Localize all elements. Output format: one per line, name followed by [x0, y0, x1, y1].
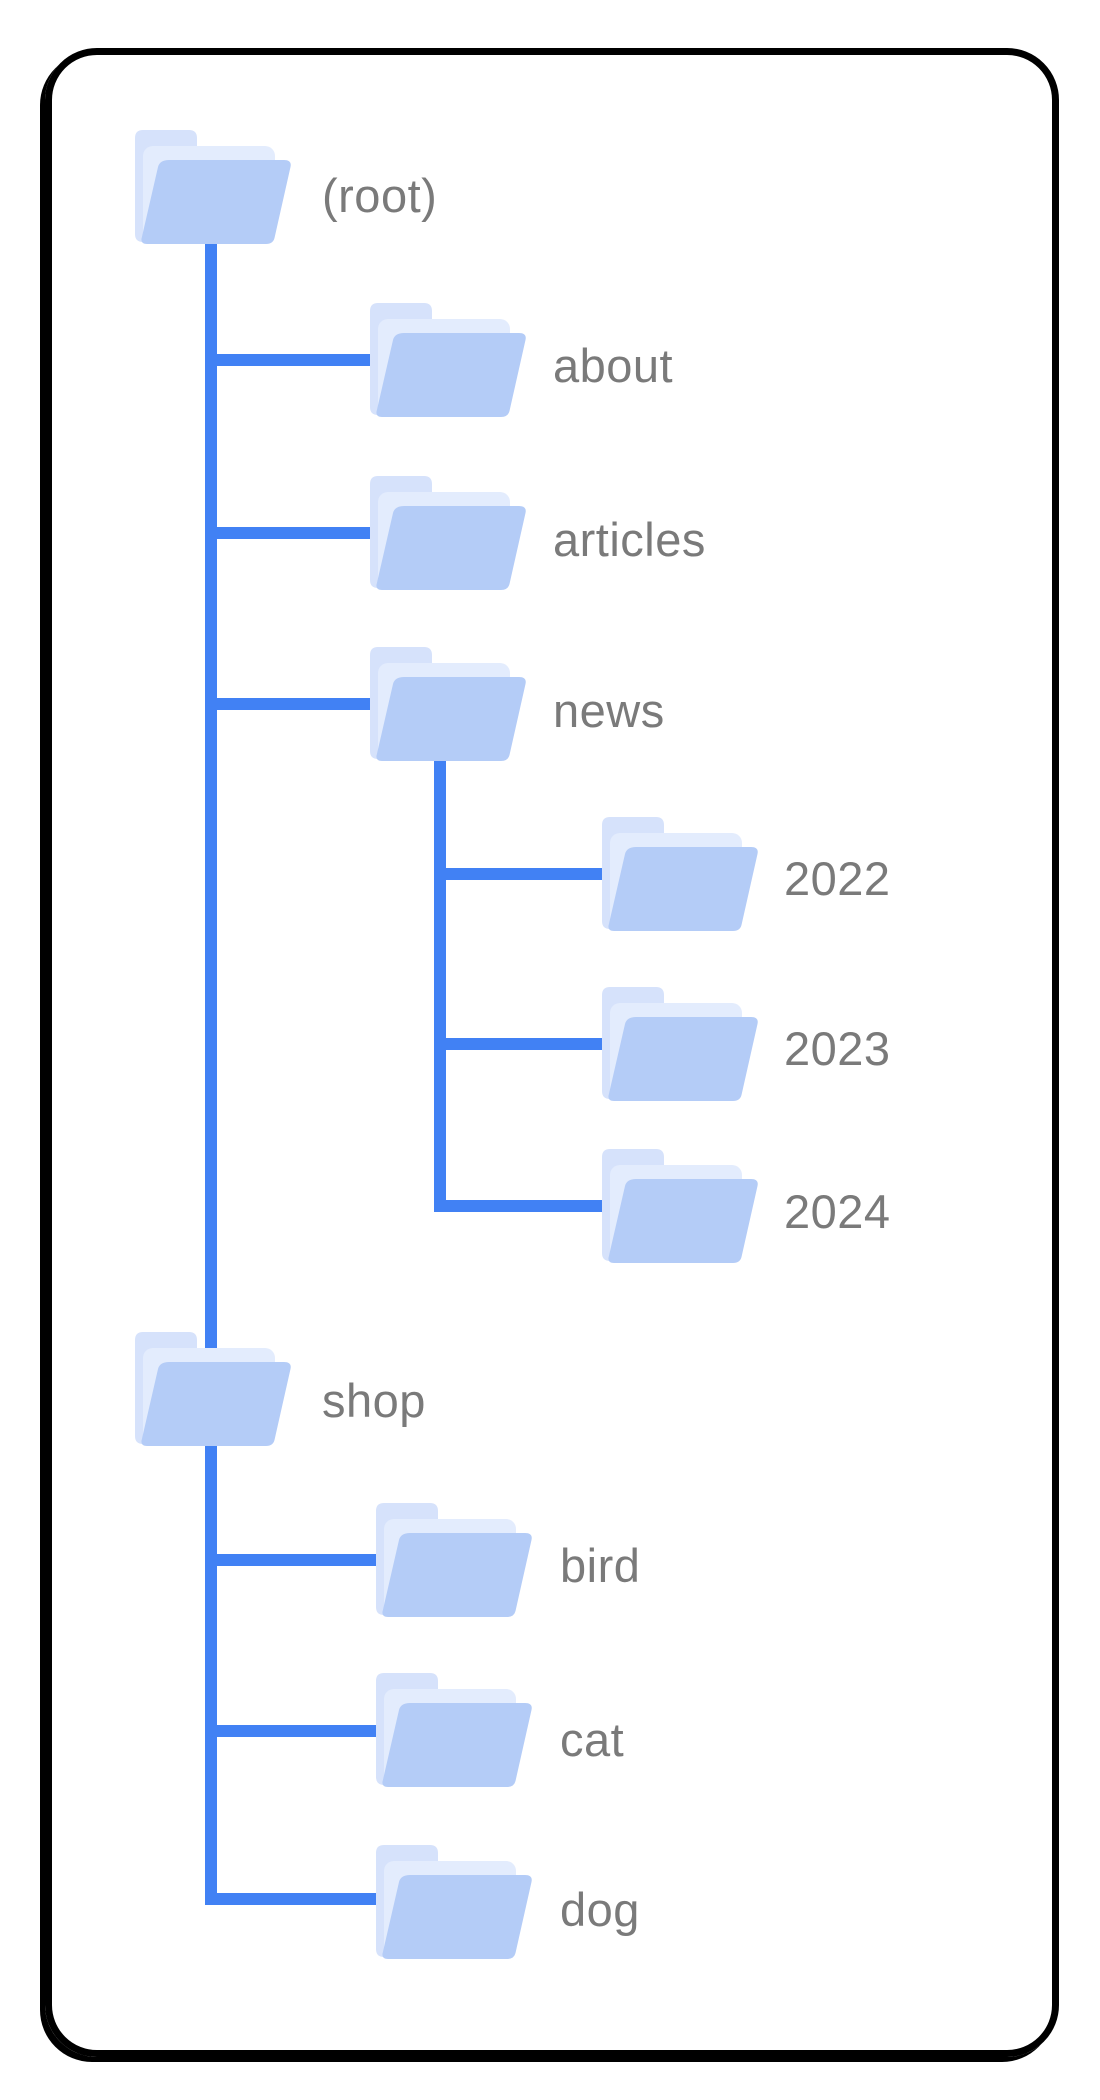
folder-label-2024: 2024	[784, 1185, 891, 1238]
connector-line	[434, 868, 622, 880]
folder-label-root: (root)	[322, 169, 438, 222]
folder-icon	[602, 817, 758, 931]
folder-label-cat: cat	[560, 1713, 625, 1766]
folder-label-about: about	[553, 339, 674, 392]
connector-line	[205, 1893, 397, 1905]
connector-line	[205, 1554, 397, 1566]
connector-line	[205, 354, 390, 366]
connector-line	[205, 527, 390, 539]
folder-label-articles: articles	[553, 513, 706, 566]
folder-icon	[370, 303, 526, 417]
folder-icon	[602, 1149, 758, 1263]
folder-label-shop: shop	[322, 1374, 426, 1427]
folder-label-bird: bird	[560, 1539, 641, 1592]
folder-icon	[376, 1845, 532, 1959]
folder-label-2022: 2022	[784, 852, 891, 905]
folder-icon	[602, 987, 758, 1101]
folder-icon	[370, 476, 526, 590]
connector-line	[205, 698, 390, 710]
connector-line	[205, 1725, 397, 1737]
folder-label-dog: dog	[560, 1883, 640, 1936]
connector-line	[434, 1038, 622, 1050]
folder-icon	[135, 130, 291, 244]
diagram-frame-border	[45, 48, 1059, 2057]
folder-label-2023: 2023	[784, 1022, 891, 1075]
connector-line	[434, 752, 446, 1212]
connector-line	[434, 1200, 622, 1212]
folder-icon	[376, 1673, 532, 1787]
folder-icon	[370, 647, 526, 761]
folder-icon	[376, 1503, 532, 1617]
folder-icon	[135, 1332, 291, 1446]
folder-label-news: news	[553, 684, 665, 737]
connector-line	[205, 238, 217, 1905]
